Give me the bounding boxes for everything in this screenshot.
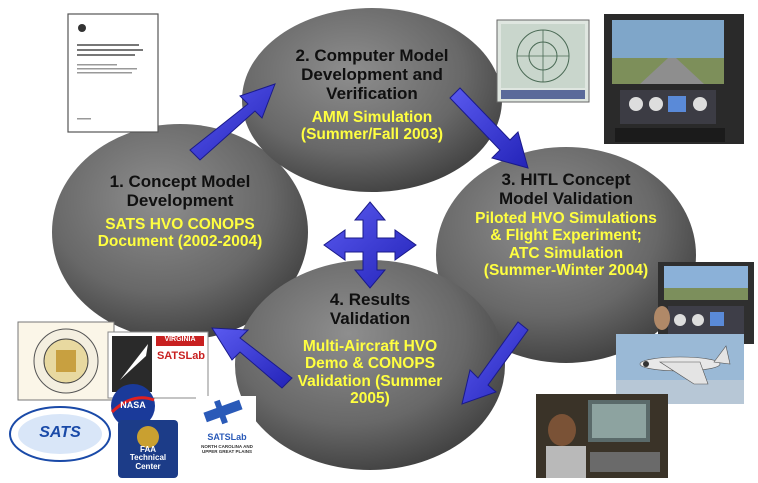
arrow-3-to-4 (461, 321, 529, 405)
radar-display-image (496, 19, 590, 103)
faa-line-2: Technical (129, 453, 167, 463)
step-3-title: 3. HITL Concept Model Validation (498, 170, 634, 209)
circle-step-1 (52, 124, 308, 340)
satslab-nc-subtitle: NORTH CAROLINA AND UPPER GREAT PLAINS (192, 444, 262, 455)
cockpit-simulation-image (654, 262, 754, 344)
faa-line-1: FAA (140, 445, 156, 454)
sats-label: SATS (39, 424, 81, 441)
faa-label: FAA Technical Center (118, 445, 178, 471)
atc-controller-image (536, 394, 668, 478)
university-maryland-seal-logo (17, 321, 115, 401)
virginia-label: VIRGINIA (164, 336, 196, 343)
step-2-detail: AMM Simulation (Summer/Fall 2003) (300, 109, 444, 144)
step-3-block: 3. HITL Concept Model Validation Piloted… (466, 170, 666, 280)
conops-document-image (67, 13, 159, 133)
step-4-detail: Multi-Aircraft HVO Demo & CONOPS Validat… (297, 338, 443, 408)
faa-technical-center-logo (118, 420, 178, 478)
satslab-nc-logo (196, 396, 256, 462)
arrow-1-to-2 (189, 83, 276, 161)
step-1-detail: SATS HVO CONOPS Document (2002-2004) (97, 216, 263, 251)
satslab-nc-sub-1: NORTH CAROLINA AND (201, 444, 253, 449)
circle-step-2 (242, 8, 502, 192)
sats-oval-logo (9, 406, 111, 462)
arrow-2-to-3 (449, 87, 529, 169)
step-4-title: 4. Results Validation (329, 290, 411, 329)
step-4-block: 4. Results Validation Multi-Aircraft HVO… (272, 290, 468, 408)
satslab-nc-label: SATSLab (207, 432, 247, 442)
flight-simulator-image (604, 14, 744, 144)
nasa-label: NASA (120, 400, 146, 410)
faa-line-3: Center (135, 461, 161, 471)
step-3-detail: Piloted HVO Simulations & Flight Experim… (475, 210, 657, 280)
step-2-block: 2. Computer Model Development and Verifi… (270, 46, 474, 144)
satslab-nc-sub-2: UPPER GREAT PLAINS (202, 449, 252, 455)
step-2-title: 2. Computer Model Development and Verifi… (295, 46, 449, 104)
nasa-logo (110, 384, 155, 428)
step-1-block: 1. Concept Model Development SATS HVO CO… (80, 172, 280, 251)
center-cross-arrow (323, 201, 417, 289)
circle-step-3 (436, 147, 696, 363)
circle-step-4 (235, 260, 505, 470)
arrow-4-to-1 (211, 327, 293, 389)
step-1-title: 1. Concept Model Development (109, 172, 251, 211)
aircraft-photo-image (616, 334, 744, 404)
satslab-label: SATSLab (156, 350, 206, 362)
